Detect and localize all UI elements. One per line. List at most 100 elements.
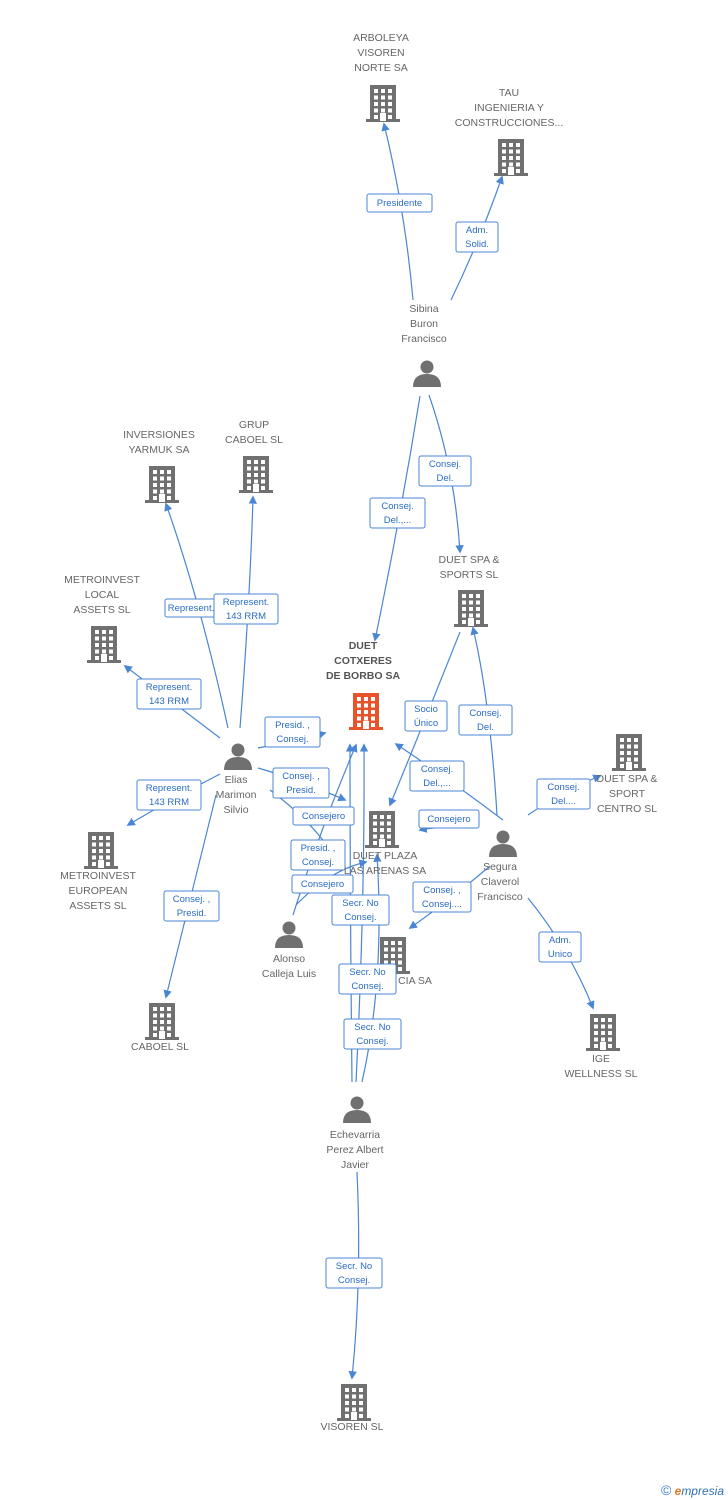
node-label: ASSETS SL xyxy=(69,900,126,912)
node-label: Claverol xyxy=(481,876,520,888)
node-label: WELLNESS SL xyxy=(565,1068,638,1080)
node-label: INVERSIONES xyxy=(123,429,195,441)
person-icon xyxy=(413,360,441,387)
edge-label[interactable]: Represent. 143 RRM xyxy=(136,678,202,710)
edge-label-text: Secr. No xyxy=(349,967,385,978)
edge-label-text: Consej. , xyxy=(423,885,461,896)
node-label: CABOEL SL xyxy=(225,434,283,446)
brand-logo[interactable]: empresia xyxy=(674,1484,724,1498)
node-label: Buron xyxy=(410,318,438,330)
node-label: Elias xyxy=(225,774,248,786)
edge-label-text: Consej. xyxy=(276,734,308,745)
node-label: Javier xyxy=(341,1159,370,1171)
node-label: ASSETS SL xyxy=(73,604,130,616)
node-caboel[interactable]: CABOEL SL xyxy=(131,1003,189,1053)
node-label: CABOEL SL xyxy=(131,1041,189,1053)
building-icon xyxy=(365,811,399,848)
person-icon xyxy=(489,830,517,857)
edge-label-text: Consej. xyxy=(547,782,579,793)
node-metro-european[interactable]: METROINVEST EUROPEAN ASSETS SL xyxy=(60,832,137,912)
node-label: CONSTRUCCIONES... xyxy=(455,117,564,129)
edge-label-text: Consejero xyxy=(301,879,344,890)
person-icon xyxy=(275,921,303,948)
node-label: NORTE SA xyxy=(354,62,407,74)
edge-label[interactable]: Presid. , Consej. xyxy=(290,839,346,871)
edge-label-text: 143 RRM xyxy=(149,696,189,707)
edge-label-text: Presidente xyxy=(377,198,422,209)
edges-layer xyxy=(123,122,602,1380)
node-visoren[interactable]: VISOREN SL xyxy=(320,1384,384,1433)
edge-label-text: Socio xyxy=(414,704,438,715)
edge-label-text: Consej. xyxy=(381,501,413,512)
edge-label[interactable]: Represent.143 RRM xyxy=(136,779,202,811)
edge-label[interactable]: Consej.Del.,... xyxy=(409,760,465,792)
edge-label[interactable]: Secr. No Consej. xyxy=(331,894,390,926)
edge-label-text: Secr. No xyxy=(342,898,378,909)
edge-label-text: Represent. xyxy=(146,682,192,693)
edge-label-text: Represent. xyxy=(223,597,269,608)
edge-label[interactable]: Adm.Solid. xyxy=(455,221,499,253)
edge-label[interactable]: Consej.Del.,... xyxy=(369,497,426,529)
edge-label[interactable]: Consej.Del. xyxy=(458,704,513,736)
edge-label[interactable]: Consej. ,Presid. xyxy=(272,767,330,799)
node-label: CENTRO SL xyxy=(597,803,657,815)
node-label: Marimon xyxy=(216,789,257,801)
edge-label[interactable]: Consejero xyxy=(291,874,354,894)
edge-label[interactable]: Represent.143 RRM xyxy=(213,593,279,625)
edge-label[interactable]: Presid. ,Consej. xyxy=(264,716,321,748)
building-icon xyxy=(337,1384,371,1421)
edge-label[interactable]: Adm.Unico xyxy=(538,931,582,963)
edge-label-text: Consej. xyxy=(302,857,334,868)
node-duet-spa-sports[interactable]: DUET SPA &SPORTS SL xyxy=(439,554,500,627)
edge-label[interactable]: Consej.Del. xyxy=(418,455,472,487)
node-label: METROINVEST xyxy=(64,574,140,586)
edge-label[interactable]: Presidente xyxy=(366,193,433,213)
building-icon xyxy=(586,1014,620,1051)
node-label: DUET SPA & xyxy=(597,773,658,785)
edge-label[interactable]: Consejero xyxy=(418,809,480,829)
node-label: CIA SA xyxy=(398,975,432,987)
edge-label-text: Del.... xyxy=(551,796,576,807)
node-label: DUET PLAZA xyxy=(353,850,418,862)
node-label: ARBOLEYA xyxy=(353,32,409,44)
edge-label[interactable]: Consej. ,Presid. xyxy=(163,890,220,922)
node-label: IGE xyxy=(592,1053,610,1065)
edge-label-text: Consej. xyxy=(344,912,376,923)
edge-label[interactable]: Represent. xyxy=(164,598,218,618)
edge-label-text: Presid. , xyxy=(301,843,336,854)
edge-label-text: Consej. xyxy=(429,459,461,470)
edge-label[interactable]: Consej. ,Consej.... xyxy=(412,881,472,913)
edge-label[interactable]: Consej. Del.... xyxy=(536,778,591,810)
edge-label[interactable]: Consejero xyxy=(292,806,355,826)
node-label: METROINVEST xyxy=(60,870,136,882)
node-ige[interactable]: IGE WELLNESS SL xyxy=(565,1014,638,1080)
edge-label-text: Consej. xyxy=(356,1036,388,1047)
copyright-footer: © empresia xyxy=(661,1482,724,1498)
node-label: VISOREN SL xyxy=(320,1421,383,1433)
node-label: YARMUK SA xyxy=(128,444,189,456)
person-icon xyxy=(224,743,252,770)
node-label: EUROPEAN xyxy=(69,885,128,897)
edge-label-text: Secr. No xyxy=(336,1261,372,1272)
edge-label-text: Del.,... xyxy=(423,778,450,789)
edge-label-text: Consej. , xyxy=(282,771,320,782)
node-inversiones[interactable]: INVERSIONES YARMUK SA xyxy=(123,429,195,503)
edge-label-text: Unico xyxy=(548,949,572,960)
edge-label-text: Consej. , xyxy=(173,894,211,905)
